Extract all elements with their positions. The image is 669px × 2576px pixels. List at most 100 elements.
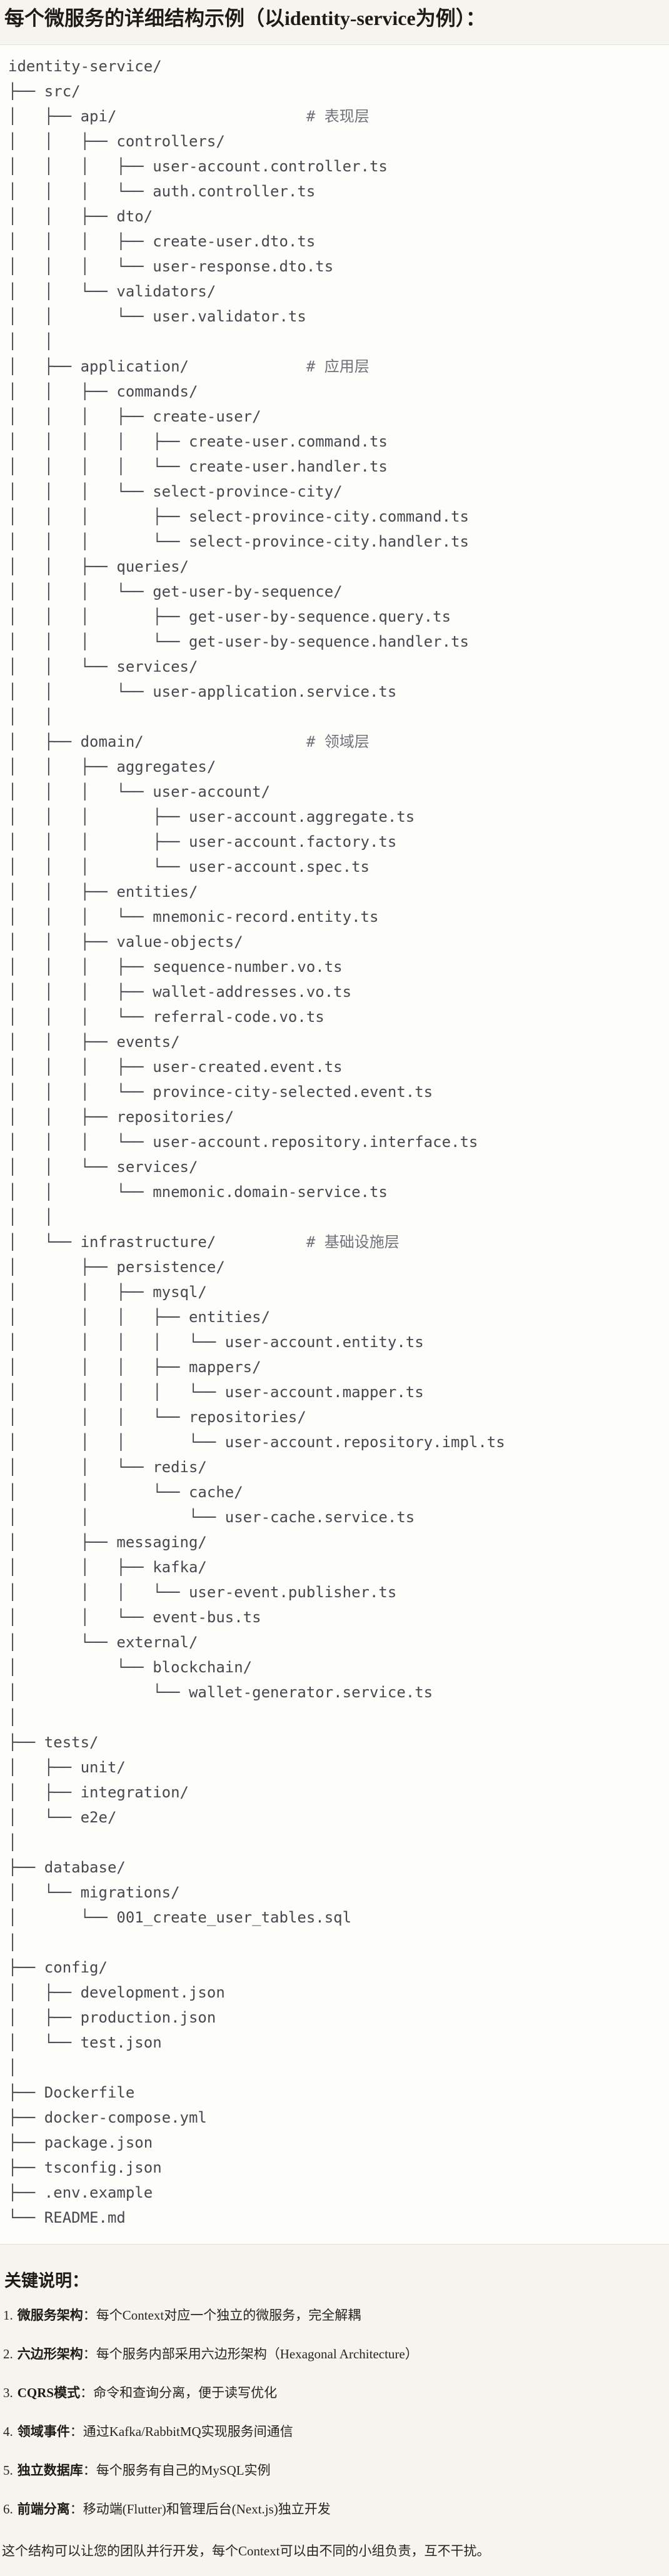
tree-line-text: ├── docker-compose.yml — [8, 2108, 207, 2126]
tree-line: │ ├── persistence/ — [8, 1255, 663, 1280]
tree-line: │ │ │ ├── user-created.event.ts — [8, 1054, 663, 1079]
tree-line: │ │ └── user-application.service.ts — [8, 679, 663, 704]
tree-line-text: │ │ │ │ ├── create-user.command.ts — [8, 432, 388, 450]
tree-line: │ — [8, 1705, 663, 1730]
tree-line: │ │ │ ├── user-account.controller.ts — [8, 154, 663, 179]
tree-line: │ └── wallet-generator.service.ts — [8, 1680, 663, 1705]
tree-line: │ │ │ └── get-user-by-sequence.handler.t… — [8, 629, 663, 654]
tree-line: │ │ │ └── province-city-selected.event.t… — [8, 1079, 663, 1104]
tree-line: │ ├── application/ # 应用层 — [8, 354, 663, 379]
tree-line-text: │ │ └── validators/ — [8, 282, 216, 300]
tree-line-text: │ │ │ ├── sequence-number.vo.ts — [8, 957, 343, 976]
tree-line: ├── tests/ — [8, 1730, 663, 1755]
tree-line: │ │ │ └── user-account/ — [8, 779, 663, 804]
tree-line: ├── package.json — [8, 2130, 663, 2155]
tree-line-text: ├── database/ — [8, 1858, 126, 1876]
tree-line: identity-service/ — [8, 54, 663, 79]
tree-line-text: │ │ │ │ └── user-account.entity.ts — [8, 1333, 424, 1351]
tree-line-text: │ ├── unit/ — [8, 1758, 126, 1776]
tree-line: │ │ — [8, 1205, 663, 1230]
tree-line: │ │ │ └── user-account.repository.impl.t… — [8, 1430, 663, 1455]
tree-line: │ │ └── redis/ — [8, 1455, 663, 1480]
tree-line: │ ├── domain/ # 领域层 — [8, 729, 663, 754]
tree-line-text: │ │ └── services/ — [8, 1158, 198, 1176]
tree-line-comment: # 表现层 — [306, 107, 370, 125]
tree-line: ├── src/ — [8, 79, 663, 104]
tree-line-text: │ │ ├── kafka/ — [8, 1558, 207, 1576]
tree-line-text: ├── Dockerfile — [8, 2083, 135, 2101]
tree-line: │ │ │ ├── user-account.aggregate.ts — [8, 804, 663, 829]
tree-line: │ │ │ └── user-response.dto.ts — [8, 254, 663, 279]
tree-line: │ │ │ ├── create-user.dto.ts — [8, 229, 663, 254]
tree-line: │ │ │ └── referral-code.vo.ts — [8, 1004, 663, 1029]
key-note-term: 微服务架构 — [17, 2307, 83, 2323]
tree-line-text: │ ├── production.json — [8, 2008, 216, 2026]
tree-line-text: │ │ │ └── get-user-by-sequence/ — [8, 582, 343, 600]
tree-line: │ │ │ │ └── create-user.handler.ts — [8, 454, 663, 479]
key-notes-heading: 关键说明： — [4, 2271, 89, 2290]
tree-line: │ │ │ ├── create-user/ — [8, 404, 663, 429]
tree-line-text: │ │ │ ├── entities/ — [8, 1308, 271, 1326]
tree-line-text: │ │ │ ├── user-created.event.ts — [8, 1058, 343, 1076]
tree-line: │ — [8, 1830, 663, 1855]
tree-line: │ │ │ └── select-province-city.handler.t… — [8, 529, 663, 554]
tree-line-text: ├── tests/ — [8, 1733, 99, 1751]
tree-line: │ │ — [8, 329, 663, 354]
key-note-text: ：每个服务有自己的MySQL实例 — [83, 2462, 271, 2478]
tree-line-text: │ │ ├── dto/ — [8, 207, 153, 225]
tree-line-text: │ ├── api/ — [8, 107, 306, 125]
tree-line-text: │ ├── development.json — [8, 1983, 225, 2001]
tree-line-text: │ — [8, 1933, 18, 1951]
tree-line: │ │ ├── dto/ — [8, 204, 663, 229]
tree-line-text: │ │ │ ├── user-account.factory.ts — [8, 832, 397, 851]
tree-line: │ │ └── services/ — [8, 1154, 663, 1179]
tree-line-text: │ │ └── redis/ — [8, 1458, 207, 1476]
tree-line: │ │ │ ├── sequence-number.vo.ts — [8, 954, 663, 979]
tree-line-text: │ │ ├── commands/ — [8, 382, 198, 400]
tree-line-text: │ │ └── user-application.service.ts — [8, 682, 397, 700]
tree-line-text: │ │ ├── aggregates/ — [8, 757, 216, 775]
tree-line: │ │ │ └── user-event.publisher.ts — [8, 1580, 663, 1605]
tree-line: │ └── 001_create_user_tables.sql — [8, 1905, 663, 1930]
key-note-item: 6.前端分离：移动端(Flutter)和管理后台(Next.js)独立开发 — [3, 2500, 663, 2518]
tree-line: │ — [8, 2055, 663, 2080]
key-note-term: 领域事件 — [17, 2423, 70, 2439]
key-note-number: 3. — [3, 2385, 13, 2400]
tree-line-text: │ │ ├── mysql/ — [8, 1283, 207, 1301]
tree-line-text: │ — [8, 2058, 18, 2076]
tree-line-text: │ └── migrations/ — [8, 1883, 180, 1901]
tree-line-text: │ │ — [8, 332, 54, 350]
tree-line-text: │ │ │ └── province-city-selected.event.t… — [8, 1083, 433, 1101]
tree-line-text: │ │ │ └── user-account.repository.interf… — [8, 1133, 478, 1151]
tree-line-text: │ │ │ │ └── user-account.mapper.ts — [8, 1383, 424, 1401]
tree-line: │ — [8, 1930, 663, 1955]
tree-line-text: │ ├── integration/ — [8, 1783, 189, 1801]
tree-line: │ │ └── event-bus.ts — [8, 1605, 663, 1630]
tree-line: │ │ │ └── repositories/ — [8, 1405, 663, 1430]
tree-line-text: ├── config/ — [8, 1958, 108, 1976]
tree-line: │ │ ├── controllers/ — [8, 129, 663, 154]
tree-line-text: │ │ │ └── repositories/ — [8, 1408, 306, 1426]
tree-line: │ │ ├── mysql/ — [8, 1280, 663, 1305]
tree-line-text: │ └── infrastructure/ — [8, 1233, 306, 1251]
page-title: 每个微服务的详细结构示例（以identity-service为例）： — [4, 7, 486, 29]
tree-line-text: │ │ └── user.validator.ts — [8, 307, 306, 325]
tree-line: │ │ └── mnemonic.domain-service.ts — [8, 1179, 663, 1205]
tree-line-text: │ │ │ └── select-province-city.handler.t… — [8, 532, 469, 550]
tree-line-text: │ — [8, 1708, 18, 1726]
key-note-number: 2. — [3, 2346, 13, 2361]
tree-line: │ │ └── validators/ — [8, 279, 663, 304]
tree-line-text: │ │ │ ├── user-account.controller.ts — [8, 157, 388, 175]
code-block: identity-service/├── src/ │ ├── api/ # 表现… — [0, 44, 669, 2245]
tree-line: ├── docker-compose.yml — [8, 2105, 663, 2130]
tree-line: │ │ │ └── auth.controller.ts — [8, 179, 663, 204]
tree-line-text: │ │ │ ├── wallet-addresses.vo.ts — [8, 982, 352, 1001]
tree-line-text: │ │ ├── entities/ — [8, 882, 198, 901]
tree-line-text: │ │ │ └── referral-code.vo.ts — [8, 1008, 324, 1026]
closing-paragraph: 这个结构可以让您的团队并行开发，每个Context可以由不同的小组负责，互不干扰… — [2, 2543, 490, 2558]
tree-line: │ │ └── services/ — [8, 654, 663, 679]
tree-line: │ │ └── cache/ — [8, 1480, 663, 1505]
tree-line-text: │ │ └── mnemonic.domain-service.ts — [8, 1183, 388, 1201]
